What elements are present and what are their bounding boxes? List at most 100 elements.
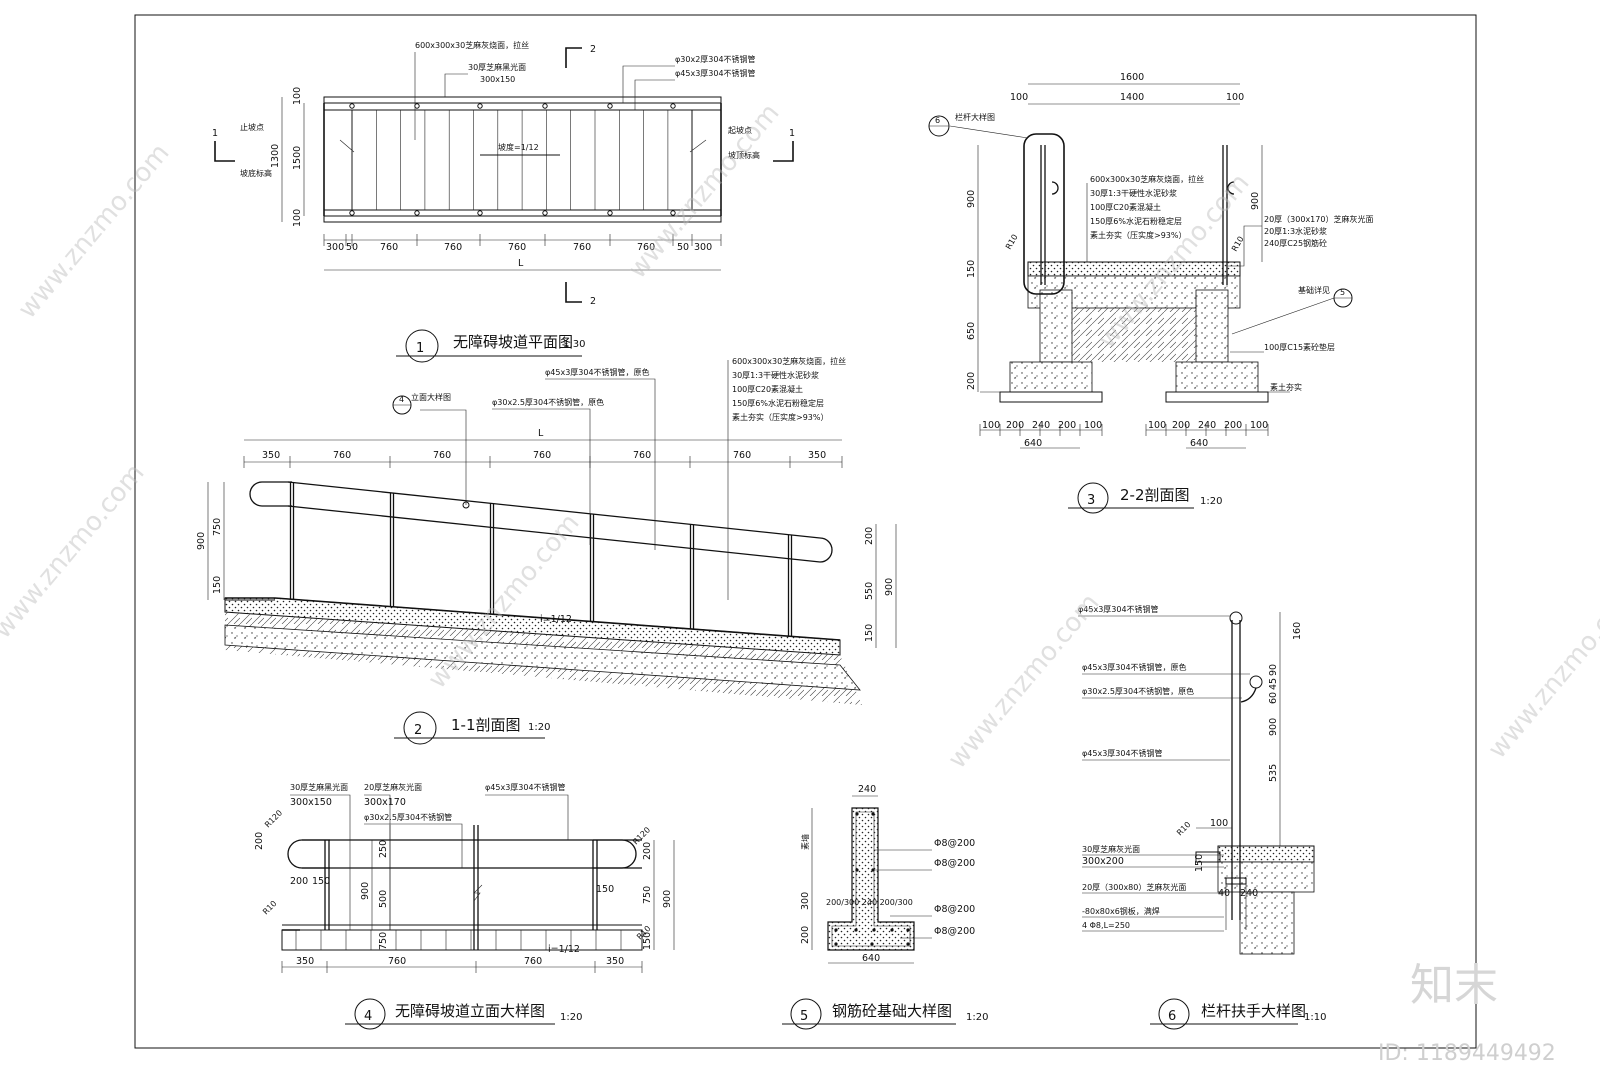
sec11-dim-right-0: 200 xyxy=(864,527,875,545)
elev-dim-bottom: 350 xyxy=(296,956,314,967)
sec22-dim-left-1: 150 xyxy=(966,260,977,278)
sec11-dim-right-3: 150 xyxy=(864,624,875,642)
found-rebar-dot xyxy=(834,942,838,946)
watermark-site-1: www.znzmo.com xyxy=(12,138,175,324)
sec11-note-right: 150厚6%水泥石粉稳定层 xyxy=(732,398,824,408)
sec11-note-right: 素土夯实（压实度>93%） xyxy=(732,412,828,422)
view-scale-1: 1:30 xyxy=(563,339,585,350)
found-rebar-dot xyxy=(871,812,875,816)
plan-dim-bottom: 300 xyxy=(694,242,712,253)
view-num-3: 3 xyxy=(1087,493,1095,508)
sec22-r-left: R10 xyxy=(1004,233,1020,251)
view-title-5: 5 钢筋砼基础大样图 1:20 xyxy=(782,998,988,1030)
plan-post xyxy=(670,103,676,109)
view-title-3-text: 2-2剖面图 xyxy=(1120,486,1190,504)
sec11-note-l1: φ30x2.5厚304不锈钢管，原色 xyxy=(492,397,604,407)
section-2-2: 1600 100 1400 100 900 150 650 200 900 6 … xyxy=(928,72,1373,449)
elev-dim-r1: 150 xyxy=(596,884,614,895)
found-rebar-dot xyxy=(871,868,875,872)
view-title-2: 2 1-1剖面图 1:20 xyxy=(394,711,550,745)
plan-note-3: φ30x2厚304不锈钢管 xyxy=(675,54,756,64)
elev-note-3: 300x170 xyxy=(364,797,406,808)
rail6-note-bottom: 30厚芝麻灰光面 xyxy=(1082,844,1140,854)
view-title-4-text: 无障碍坡道立面大样图 xyxy=(395,1002,545,1020)
view-scale-4: 1:20 xyxy=(560,1012,582,1023)
elev-dim-bottom: 760 xyxy=(524,956,542,967)
found-dim-l1: 200 xyxy=(800,926,811,944)
found-rebar-dot xyxy=(872,928,876,932)
plan-post xyxy=(349,103,355,109)
elev-dim-r4: 150 xyxy=(642,932,653,950)
sec22-dim-bottom: 100 xyxy=(1084,420,1102,431)
sec22-dim-bottom: 240 xyxy=(1198,420,1216,431)
rail6-note-bottom: -80x80x6钢板，满焊 xyxy=(1082,906,1160,916)
rail6-dim-s0: 150 xyxy=(1194,854,1205,872)
sec11-dim-total: L xyxy=(538,428,544,439)
cut-2-bottom: 2 xyxy=(590,296,596,307)
sec22-dim-bottom: 200 xyxy=(1058,420,1076,431)
rail6-dim-r2: 45 xyxy=(1268,678,1279,690)
cut-2-top: 2 xyxy=(590,44,596,55)
plan-post xyxy=(670,210,676,216)
rail6-note-3: φ45x3厚304不锈钢管 xyxy=(1082,748,1163,758)
sec22-dim-bottom: 100 xyxy=(982,420,1000,431)
plan-start-note: 坡底标高 xyxy=(240,168,272,178)
found-dim-mid: 200/300 240 200/300 xyxy=(826,898,913,907)
sec22-dim-bottom: 100 xyxy=(1148,420,1166,431)
sec22-soil-note: 素土夯实 xyxy=(1270,382,1302,392)
view-num-5: 5 xyxy=(800,1009,808,1024)
view-scale-6: 1:10 xyxy=(1304,1012,1326,1023)
rail6-note-2: φ30x2.5厚304不锈钢管，原色 xyxy=(1082,686,1194,696)
plan-dim-bottom: 50 xyxy=(346,242,358,253)
rail6-note-bottom: 4 Φ8,L=250 xyxy=(1082,921,1130,930)
elev-note-0: 30厚芝麻黑光面 xyxy=(290,782,348,792)
elev-slope: i=1/12 xyxy=(548,944,580,955)
sec11-dim-top: 760 xyxy=(433,450,451,461)
sec22-dim-left-3: 200 xyxy=(966,372,977,390)
rail6-dim-r4: 900 xyxy=(1268,718,1279,736)
sec22-dim-top-0: 1600 xyxy=(1120,72,1144,83)
watermark-site-6: www.znzmo.com xyxy=(942,588,1105,774)
found-bottom: 640 xyxy=(862,953,880,964)
found-dim-l0: 300 xyxy=(800,892,811,910)
rail6-dim-r0: 160 xyxy=(1292,622,1303,640)
plan-end-label: 起坡点 xyxy=(728,125,752,135)
plan-post xyxy=(607,210,613,216)
sec11-dim-left-1: 750 xyxy=(212,518,223,536)
sec11-note-right: 100厚C20素混凝土 xyxy=(732,384,803,394)
elev-dim-l5: 500 xyxy=(378,890,389,908)
sec22-dim-bottom: 100 xyxy=(1250,420,1268,431)
view-title-4: 4 无障碍坡道立面大样图 1:20 xyxy=(345,998,582,1030)
found-top: 240 xyxy=(858,784,876,795)
sec11-dim-top: 350 xyxy=(262,450,280,461)
sec22-found-bottom: 100厚C15素砼垫层 xyxy=(1264,342,1335,352)
sec11-dim-top: 760 xyxy=(533,450,551,461)
view-num-2: 2 xyxy=(414,723,422,738)
elev-note-2: 20厚芝麻灰光面 xyxy=(364,782,422,792)
sec11-mark-note: 立面大样图 xyxy=(411,392,451,402)
sec22-dim-bottom: 200 xyxy=(1172,420,1190,431)
cut-1-right: 1 xyxy=(789,128,795,139)
sec22-dim-top-3: 100 xyxy=(1226,92,1244,103)
elev-dim-l1: 200 xyxy=(290,876,308,887)
sec22-found-note: 基础详见 xyxy=(1298,285,1330,295)
found-side: 素墙 xyxy=(800,834,810,850)
plan-dim-bottom: 760 xyxy=(380,242,398,253)
sec22-dim-right-0: 900 xyxy=(1250,192,1261,210)
foundation-detail: 240 素墙 Φ8@200 Φ8@200 Φ8@200 Φ8@200 300 2… xyxy=(800,784,975,964)
rail6-note-0: φ45x3厚304不锈钢管 xyxy=(1078,604,1159,614)
found-rebar-dot xyxy=(854,928,858,932)
sec22-found-mark: 5 xyxy=(1340,288,1345,297)
plan-dim-total: L xyxy=(518,258,524,269)
sec11-note-right: 600x300x30芝麻灰烧面，拉丝 xyxy=(732,356,846,366)
view-title-3: 3 2-2剖面图 1:20 xyxy=(1068,482,1222,514)
view-scale-5: 1:20 xyxy=(966,1012,988,1023)
found-rebar-1: Φ8@200 xyxy=(934,858,975,869)
sec11-dim-top: 350 xyxy=(808,450,826,461)
rail6-r: R10 xyxy=(1175,820,1193,838)
watermark-site-4: www.znzmo.com xyxy=(0,458,151,644)
plan-dim-bottom: 300 xyxy=(326,242,344,253)
sec22-dim-bottom: 200 xyxy=(1224,420,1242,431)
sec22-note: 600x300x30芝麻灰烧面，拉丝 xyxy=(1090,174,1204,184)
